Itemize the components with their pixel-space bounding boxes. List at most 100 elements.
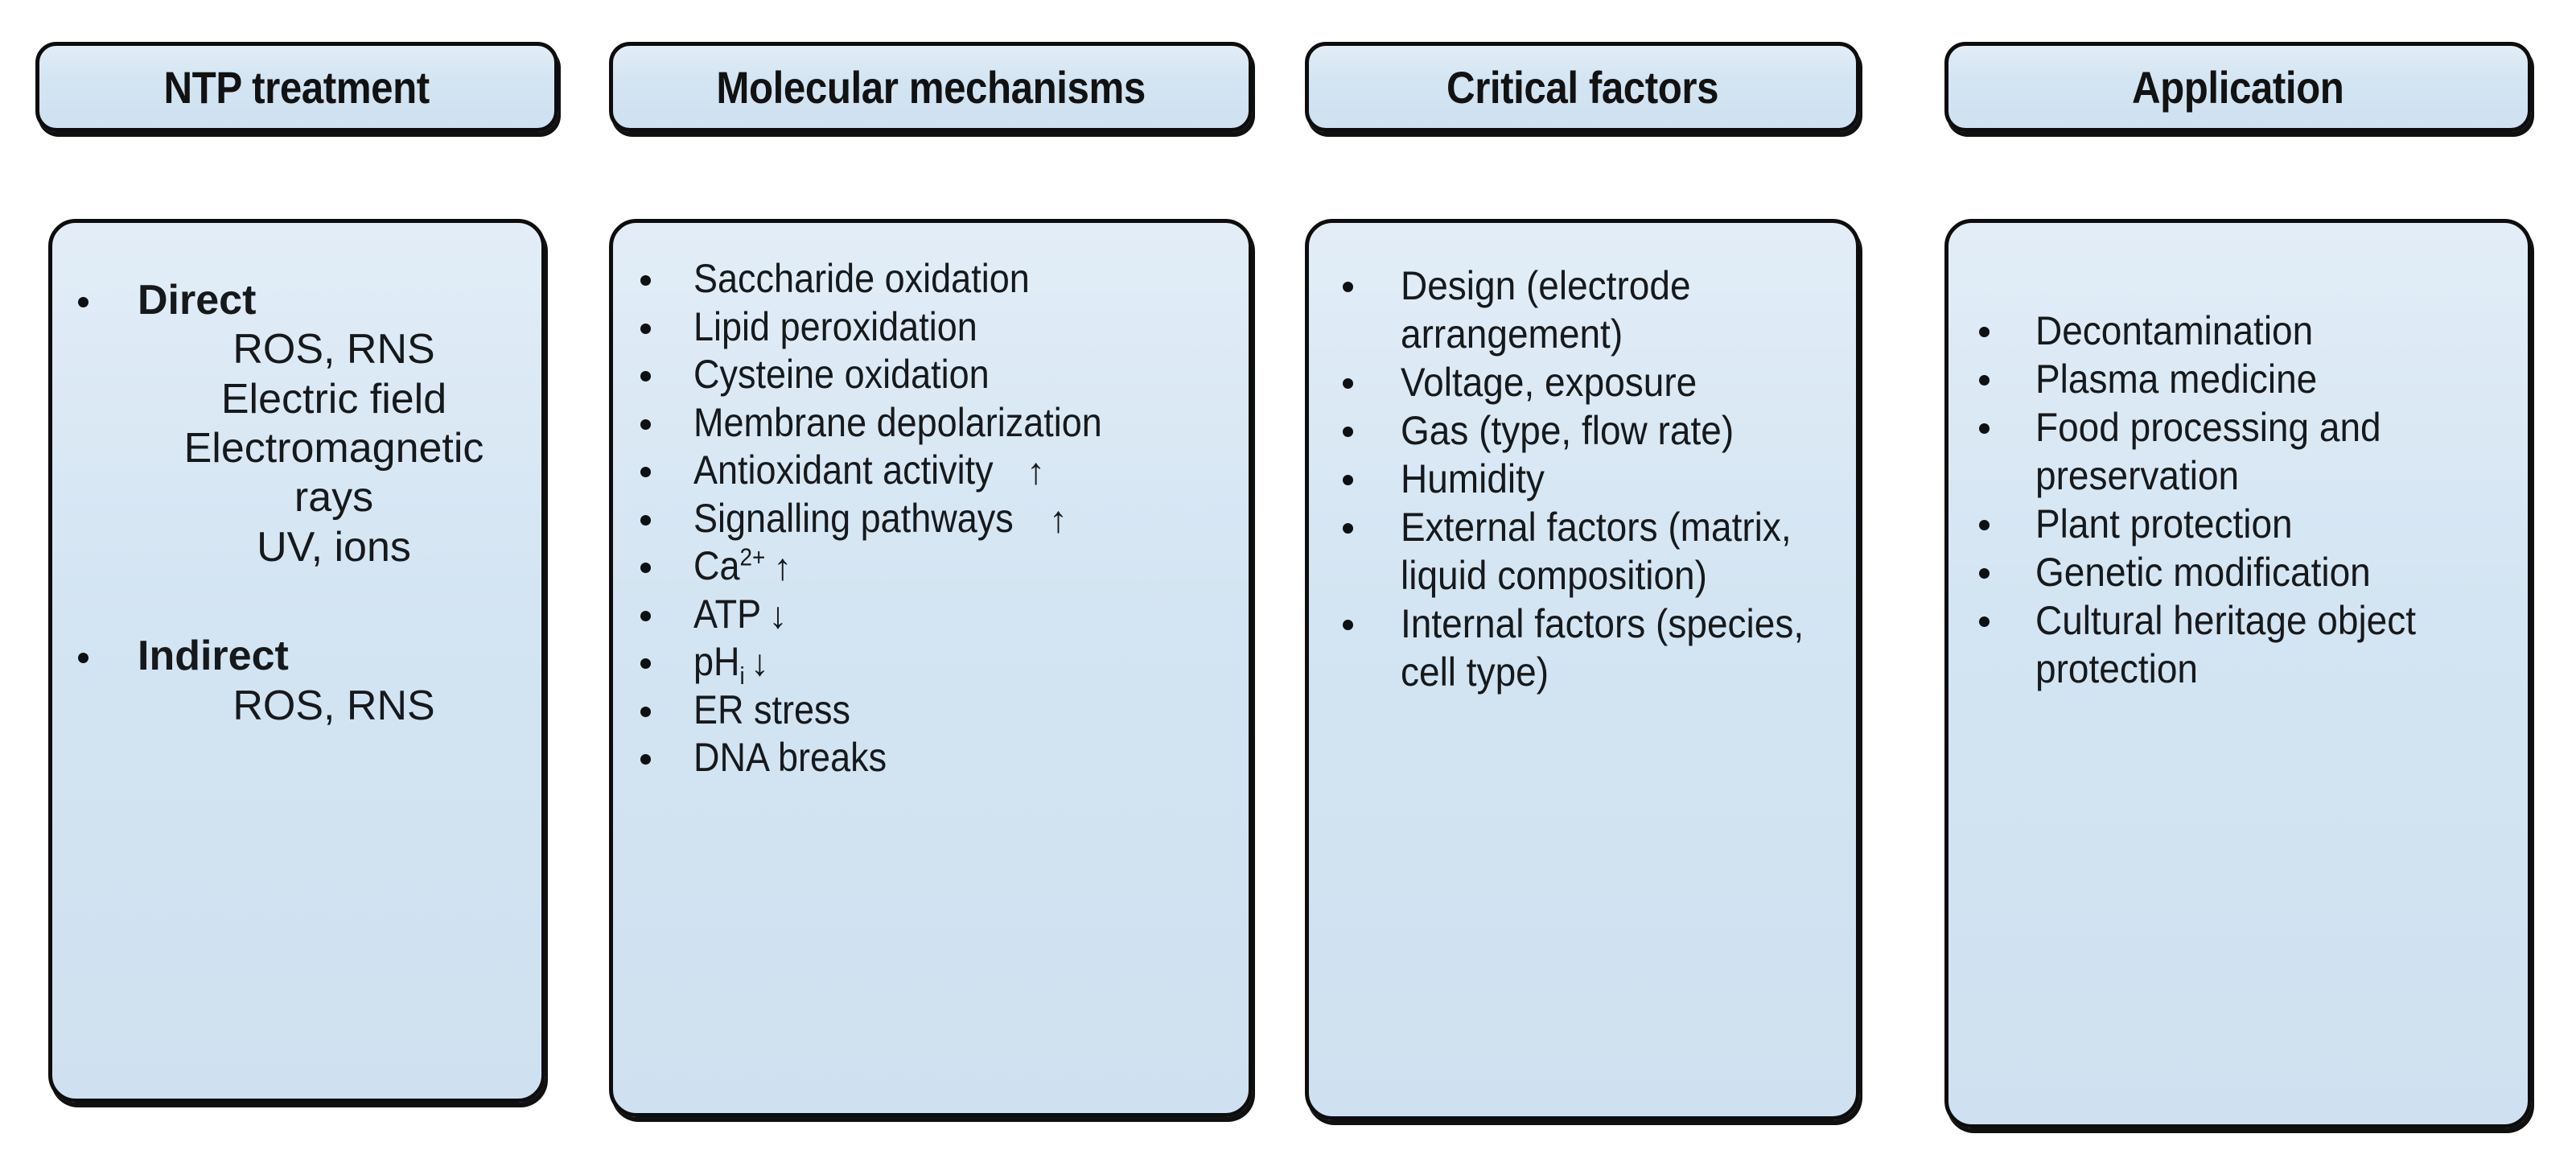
arrow-up-icon bbox=[1049, 497, 1068, 542]
list-item: Design (electrode arrangement) bbox=[1315, 262, 1845, 358]
list-item-label: Gas (type, flow rate) bbox=[1401, 408, 1734, 453]
list-item: Signalling pathways bbox=[619, 495, 1242, 543]
arrow-up-icon bbox=[773, 545, 792, 589]
list-item: External factors (matrix, liquid composi… bbox=[1315, 503, 1845, 600]
bullet-icon bbox=[78, 297, 88, 307]
bullet-icon bbox=[1979, 520, 1990, 530]
header-box-ntp-treatment: NTP treatment bbox=[35, 42, 558, 132]
bullet-icon bbox=[1343, 378, 1353, 389]
bullet-icon bbox=[1979, 616, 1990, 627]
bullet-icon bbox=[640, 658, 651, 669]
bullet-icon bbox=[640, 563, 651, 573]
molecular-mechanisms-list: Saccharide oxidation Lipid peroxidation … bbox=[619, 255, 1242, 782]
list-item-label: Food processing and preservation bbox=[2035, 405, 2381, 498]
bullet-icon bbox=[1343, 523, 1353, 534]
list-item-label: Signalling pathways bbox=[693, 495, 1014, 541]
arrow-up-icon bbox=[1027, 449, 1045, 493]
list-item-label: DNA breaks bbox=[693, 735, 887, 780]
bullet-icon bbox=[1343, 282, 1353, 292]
list-item: Antioxidant activity bbox=[619, 447, 1242, 495]
list-item-label: ROS, RNS bbox=[232, 682, 435, 729]
list-item-label: UV, ions bbox=[257, 523, 411, 571]
list-item-label: Cultural heritage object protection bbox=[2035, 598, 2417, 691]
list-item: Plant protection bbox=[1955, 500, 2516, 548]
list-item-label: External factors (matrix, liquid composi… bbox=[1401, 505, 1792, 598]
header-box-critical-factors: Critical factors bbox=[1305, 42, 1860, 132]
list-item: ROS, RNS bbox=[60, 325, 530, 374]
list-item-label: ER stress bbox=[693, 687, 851, 732]
list-item: UV, ions bbox=[60, 523, 530, 572]
body-box-ntp-treatment: Direct ROS, RNS Electric field Electroma… bbox=[48, 219, 545, 1103]
list-item-label: Membrane depolarization bbox=[693, 399, 1102, 445]
bullet-icon bbox=[640, 706, 651, 717]
body-box-application: Decontamination Plasma medicine Food pro… bbox=[1944, 219, 2532, 1128]
list-item-indirect: Indirect bbox=[60, 632, 530, 681]
list-item: Lipid peroxidation bbox=[619, 303, 1242, 352]
bullet-icon bbox=[1979, 327, 1990, 337]
header-label-molecular-mechanisms: Molecular mechanisms bbox=[716, 61, 1146, 113]
list-item-label: Saccharide oxidation bbox=[693, 256, 1030, 301]
bullet-icon bbox=[640, 754, 651, 765]
critical-factors-list: Design (electrode arrangement) Voltage, … bbox=[1315, 262, 1845, 696]
list-item-label: Cysteine oxidation bbox=[693, 352, 990, 397]
list-item: Food processing and preservation bbox=[1955, 403, 2516, 500]
list-item-label: Genetic modification bbox=[2035, 550, 2371, 595]
arrow-down-icon bbox=[751, 641, 769, 685]
list-item: DNA breaks bbox=[619, 734, 1242, 782]
list-item-label: Electromagnetic bbox=[183, 425, 484, 472]
list-item: Gas (type, flow rate) bbox=[1315, 406, 1845, 455]
bullet-icon bbox=[640, 467, 651, 477]
bullet-icon bbox=[1343, 427, 1353, 437]
bullet-icon bbox=[1979, 423, 1990, 434]
list-item: Electromagnetic bbox=[60, 424, 530, 473]
body-box-molecular-mechanisms: Saccharide oxidation Lipid peroxidation … bbox=[609, 219, 1253, 1117]
header-label-ntp-treatment: NTP treatment bbox=[163, 61, 430, 113]
list-item: Saccharide oxidation bbox=[619, 255, 1242, 303]
list-item: Genetic modification bbox=[1955, 548, 2516, 596]
list-item: Cysteine oxidation bbox=[619, 351, 1242, 399]
header-label-critical-factors: Critical factors bbox=[1446, 61, 1719, 113]
bullet-icon bbox=[640, 275, 651, 286]
list-item-label: pHi bbox=[693, 639, 745, 690]
list-item-label: Antioxidant activity bbox=[693, 447, 994, 493]
list-item-direct: Direct bbox=[60, 276, 530, 325]
bullet-icon bbox=[1343, 475, 1353, 485]
list-item-label: Internal factors (species, cell type) bbox=[1401, 601, 1804, 695]
list-item: Electric field bbox=[60, 375, 530, 424]
arrow-down-icon bbox=[769, 593, 788, 637]
bullet-icon bbox=[78, 653, 88, 664]
list-item-label: rays bbox=[294, 474, 374, 522]
bullet-icon bbox=[640, 371, 651, 381]
list-item-label: Lipid peroxidation bbox=[693, 303, 977, 349]
list-item: ROS, RNS bbox=[60, 682, 530, 731]
body-box-critical-factors: Design (electrode arrangement) Voltage, … bbox=[1305, 219, 1860, 1120]
bullet-icon bbox=[640, 419, 651, 430]
list-item-label: Voltage, exposure bbox=[1401, 360, 1697, 405]
list-item: Cultural heritage object protection bbox=[1955, 596, 2516, 693]
application-list: Decontamination Plasma medicine Food pro… bbox=[1955, 307, 2516, 693]
header-box-application: Application bbox=[1944, 42, 2532, 132]
list-item-label: Ca2+ bbox=[693, 542, 766, 588]
list-item: ER stress bbox=[619, 687, 1242, 735]
bullet-icon bbox=[1343, 620, 1353, 630]
list-item: Decontamination bbox=[1955, 307, 2516, 355]
header-label-application: Application bbox=[2132, 61, 2344, 113]
list-item-label: ATP bbox=[693, 591, 762, 637]
list-item: Internal factors (species, cell type) bbox=[1315, 600, 1845, 696]
list-item: Ca2+ bbox=[619, 542, 1242, 591]
list-item: Humidity bbox=[1315, 455, 1845, 503]
list-item: rays bbox=[60, 473, 530, 522]
list-item-label: Plasma medicine bbox=[2035, 357, 2318, 402]
bullet-icon bbox=[640, 323, 651, 334]
list-item-label: ROS, RNS bbox=[232, 326, 435, 373]
bullet-icon bbox=[1979, 568, 1990, 579]
bullet-icon bbox=[640, 514, 651, 526]
header-box-molecular-mechanisms: Molecular mechanisms bbox=[609, 42, 1253, 132]
list-item: Membrane depolarization bbox=[619, 399, 1242, 447]
list-item-label: Decontamination bbox=[2035, 308, 2314, 353]
list-item-label: Plant protection bbox=[2035, 501, 2293, 546]
list-item: ATP bbox=[619, 591, 1242, 639]
bullet-icon bbox=[1979, 375, 1990, 386]
ntp-treatment-list: Direct ROS, RNS Electric field Electroma… bbox=[60, 276, 530, 731]
